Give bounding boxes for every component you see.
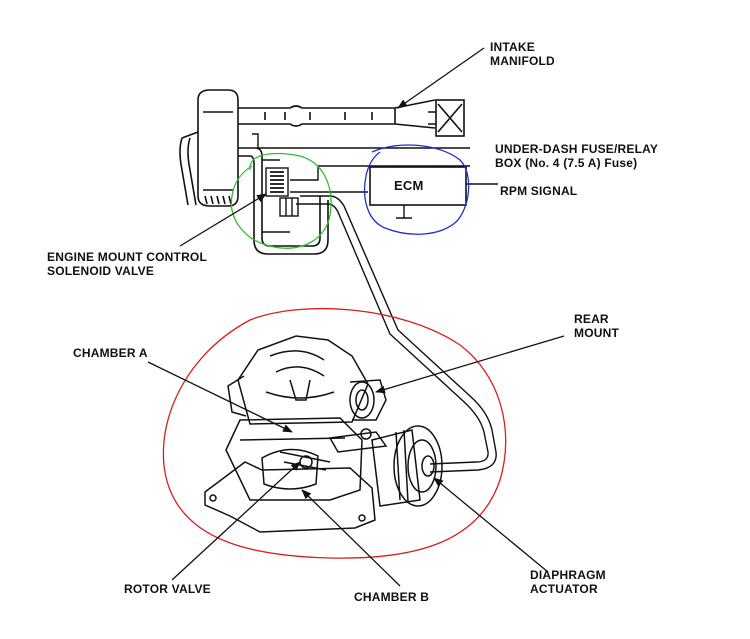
rear-mount-label: REAR MOUNT: [574, 312, 619, 340]
intake-manifold-label: INTAKE MANIFOLD: [490, 40, 555, 68]
chamber-b-arrow: [301, 489, 401, 587]
chamber-a-label: CHAMBER A: [73, 346, 148, 360]
diaphragm-arrow: [433, 477, 549, 573]
solenoid-highlight-circle: [230, 152, 332, 249]
ecm-highlight-circle: [363, 144, 470, 235]
leader-arrows: [147, 47, 565, 587]
engine-mount-assembly: [204, 335, 443, 533]
rpm-signal-label: RPM SIGNAL: [500, 184, 578, 198]
ecm-label: ECM: [394, 178, 424, 193]
solenoid-arrow: [179, 193, 267, 247]
intake-arrow: [397, 47, 485, 109]
rear-mount-arrow: [375, 335, 565, 394]
solenoid-valve-label: ENGINE MOUNT CONTROL SOLENOID VALVE: [47, 250, 207, 278]
chamber-b-label: CHAMBER B: [354, 590, 430, 604]
solenoid-valve-graphic: [265, 167, 299, 217]
rotor-valve-label: ROTOR VALVE: [124, 582, 211, 596]
wiring: [252, 133, 498, 473]
mount-highlight-circle: [162, 307, 507, 559]
ecm-box-graphic: [369, 166, 467, 219]
fuse-relay-box-label: UNDER-DASH FUSE/RELAY BOX (No. 4 (7.5 A)…: [495, 142, 659, 170]
chamber-a-arrow: [147, 361, 293, 433]
diaphragm-actuator-label: DIAPHRAGM ACTUATOR: [530, 568, 606, 596]
rotor-valve-arrow: [171, 461, 301, 581]
